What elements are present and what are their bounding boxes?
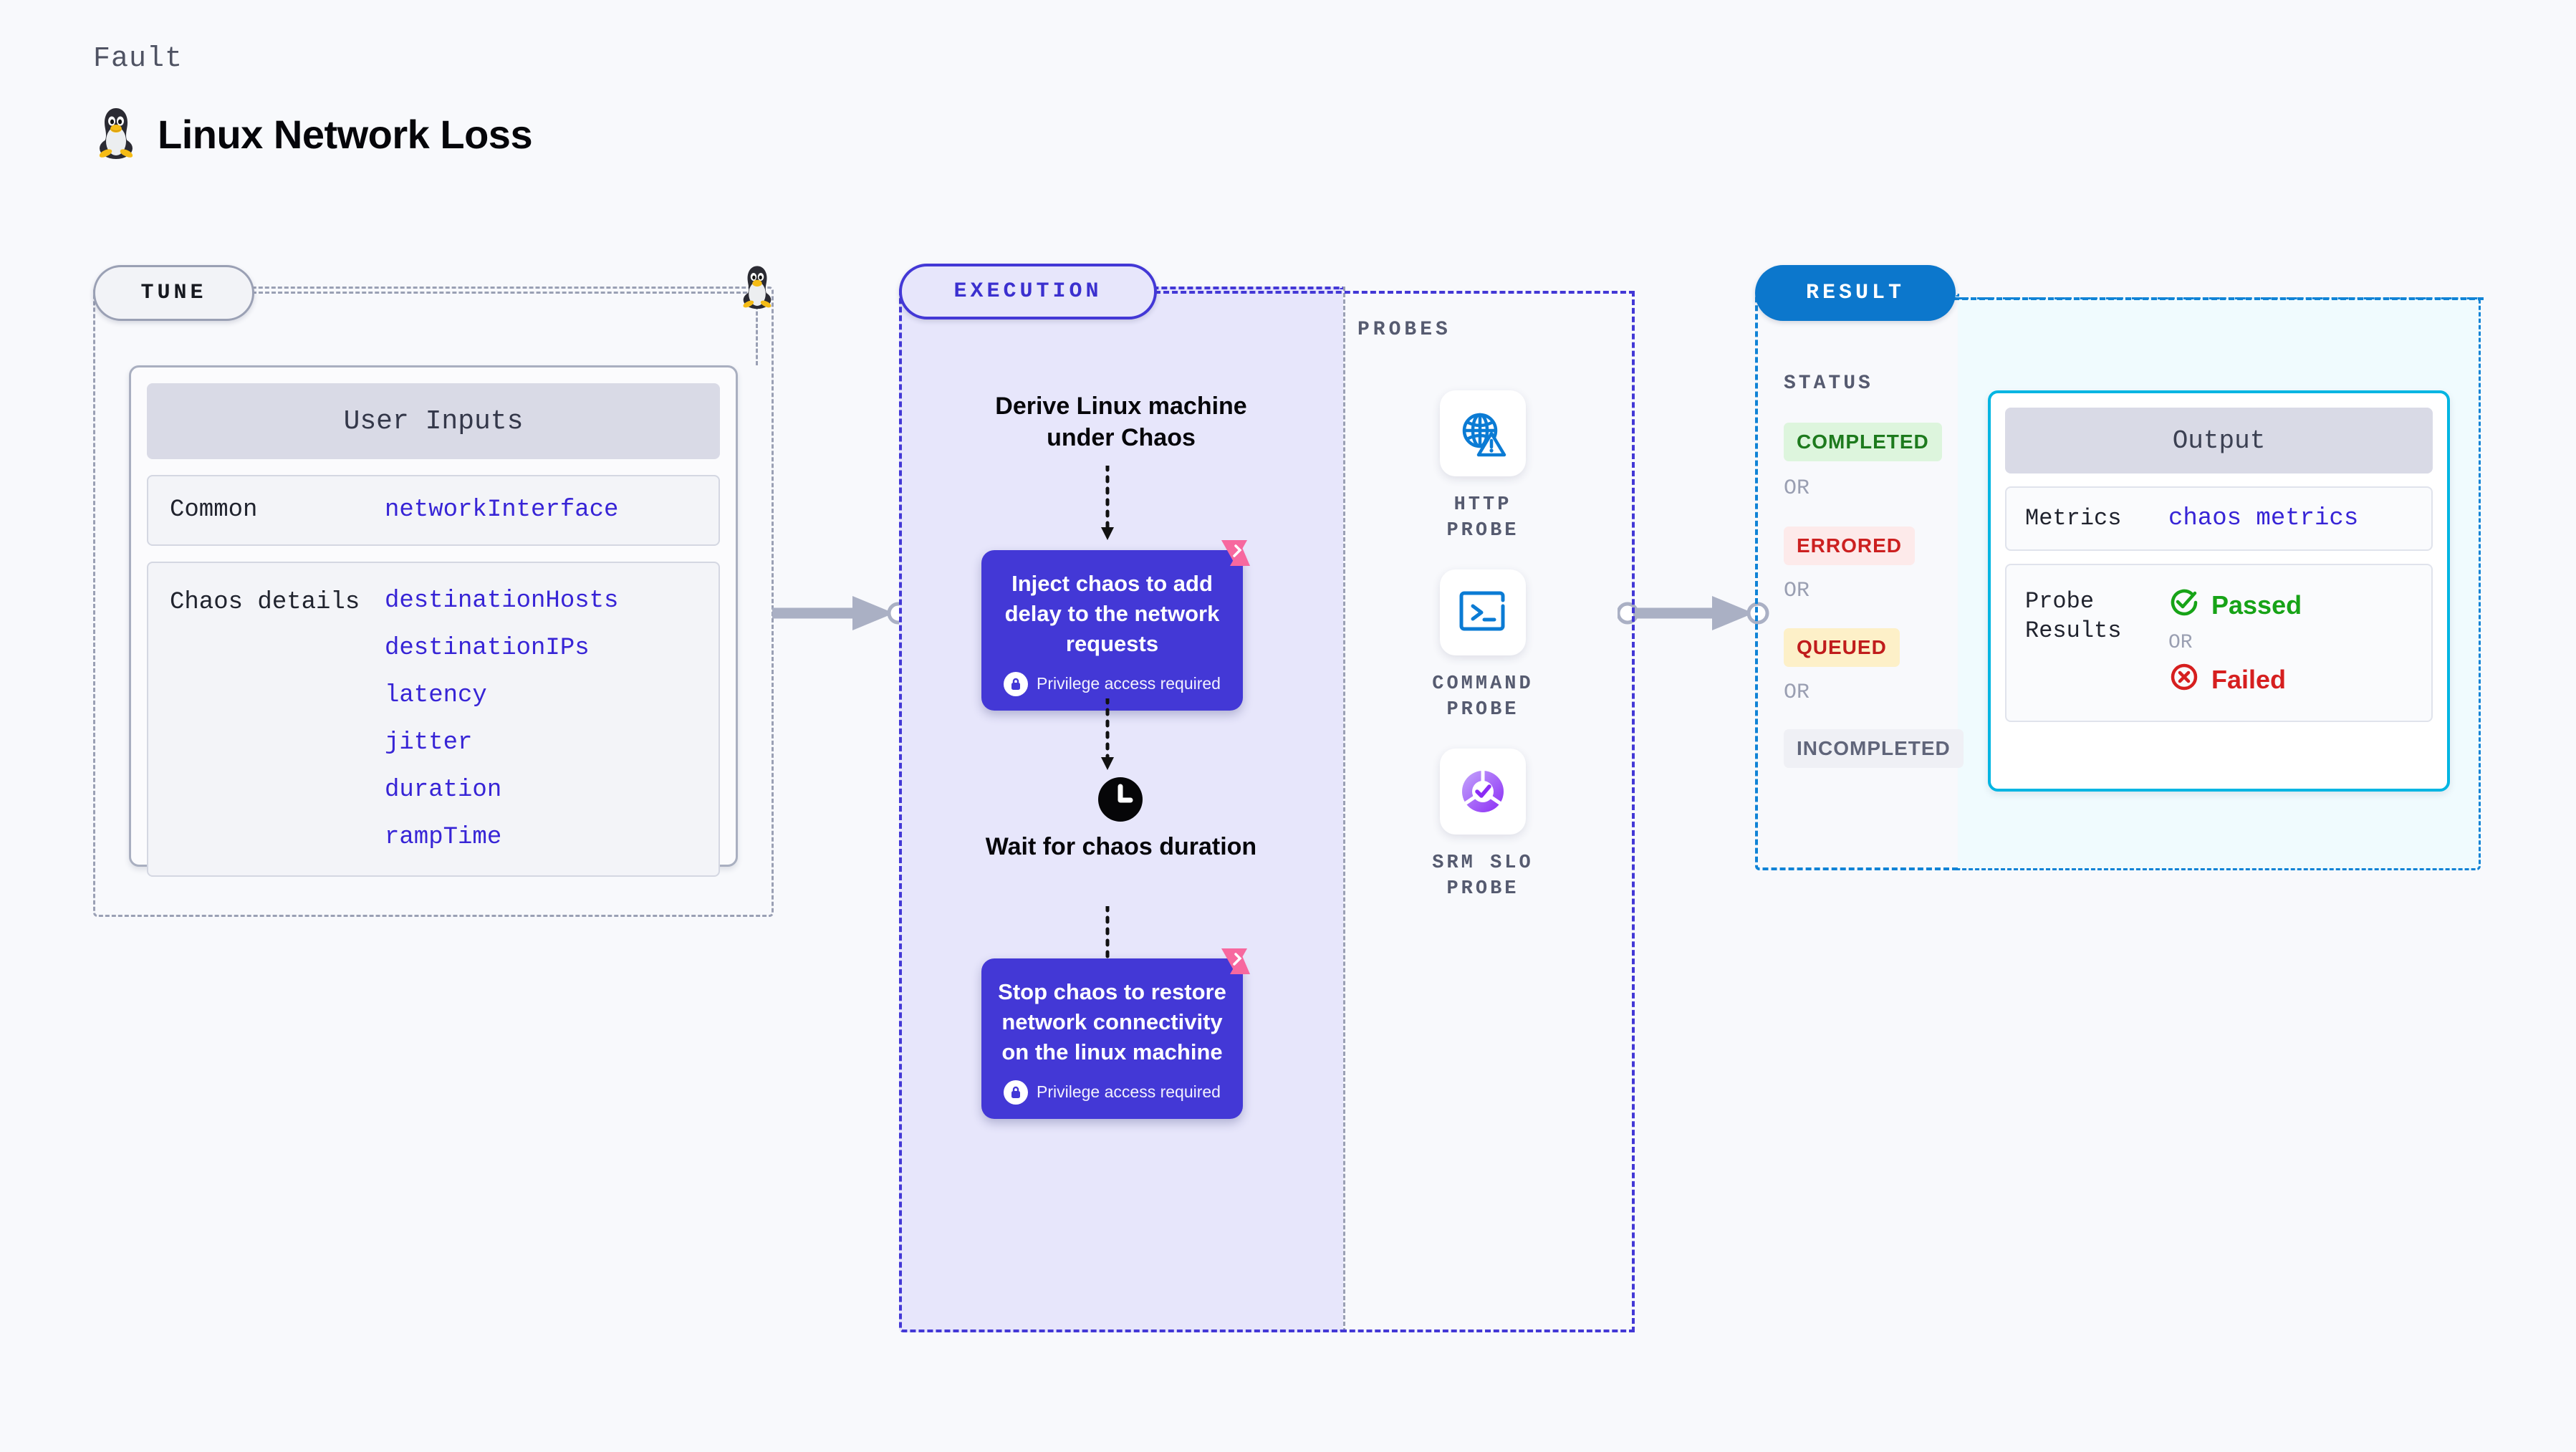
- status-or-3: OR: [1784, 681, 1810, 705]
- probes-section-label: PROBES: [1357, 319, 1451, 341]
- page-title-row: Linux Network Loss: [93, 105, 533, 163]
- output-row-metrics: Metrics chaos metrics: [2005, 486, 2433, 551]
- execution-chaos-node-inject[interactable]: Inject chaos to add delay to the network…: [981, 540, 1250, 711]
- page-header: Fault Linux Network Loss: [93, 43, 533, 163]
- status-badge-errored: ERRORED: [1784, 527, 1916, 565]
- probe-result-passed-label: Passed: [2211, 590, 2302, 620]
- tune-to-execution-arrow: [772, 592, 910, 638]
- flow-arrow-2: [1099, 696, 1116, 777]
- param-destinationIPs[interactable]: destinationIPs: [385, 634, 590, 662]
- execution-step-wait-label: Wait for chaos duration: [985, 833, 1257, 860]
- output-card-title: Output: [2005, 408, 2433, 473]
- param-destinationHosts[interactable]: destinationHosts: [385, 587, 619, 615]
- tune-stage-pill[interactable]: TUNE: [93, 265, 254, 321]
- privilege-note-label: Privilege access required: [1037, 674, 1221, 693]
- probes-boundary: [1343, 287, 1633, 1332]
- output-row-key: Probe Results: [2025, 587, 2122, 645]
- globe-warning-icon: [1440, 390, 1526, 476]
- probe-result-failed-label: Failed: [2211, 665, 2287, 695]
- probe-label: SRM SLO PROBE: [1432, 852, 1534, 900]
- probe-result-passed: Passed: [2168, 587, 2302, 625]
- lock-icon: [1004, 671, 1029, 696]
- privilege-note-label: Privilege access required: [1037, 1082, 1221, 1101]
- tune-row-chaos-details: Chaos details destinationHosts destinati…: [147, 561, 720, 877]
- execution-chaos-node-stop[interactable]: Stop chaos to restore network connectivi…: [981, 948, 1250, 1119]
- probe-command[interactable]: COMMAND PROBE: [1411, 569, 1554, 723]
- probe-result-or: OR: [2168, 631, 2193, 654]
- execution-dashed-top: [1155, 291, 1635, 294]
- tune-dashed-connector: [252, 292, 754, 294]
- terminal-icon: [1440, 569, 1526, 655]
- fault-eyebrow-label: Fault: [93, 43, 183, 75]
- slo-donut-check-icon: [1440, 749, 1526, 835]
- execution-chaos-node-label: Inject chaos to add delay to the network…: [1004, 571, 1220, 656]
- flow-arrow-1: [1099, 463, 1116, 548]
- output-row-probe-results: Probe Results Passed OR: [2005, 563, 2433, 722]
- tune-row-common: Common networkInterface: [147, 475, 720, 546]
- execution-to-result-arrow: [1616, 592, 1772, 638]
- lock-icon: [1004, 1080, 1029, 1105]
- clock-icon: [1097, 776, 1144, 827]
- tux-penguin-flow-icon: [738, 264, 777, 313]
- check-circle-icon: [2168, 587, 2200, 625]
- output-card: Output Metrics chaos metrics Probe Resul…: [1988, 390, 2450, 792]
- execution-dashed-right: [1632, 291, 1635, 1332]
- probe-srm-slo[interactable]: SRM SLO PROBE: [1411, 749, 1554, 903]
- param-jitter[interactable]: jitter: [385, 729, 473, 756]
- output-metrics-value[interactable]: chaos metrics: [2168, 504, 2359, 532]
- probe-label: HTTP PROBE: [1446, 494, 1519, 542]
- status-or-1: OR: [1784, 476, 1810, 501]
- execution-step-derive-label: Derive Linux machine under Chaos: [995, 393, 1247, 452]
- user-inputs-card-title: User Inputs: [147, 383, 720, 459]
- status-section-label: STATUS: [1784, 372, 1873, 395]
- status-or-2: OR: [1784, 579, 1810, 603]
- tune-tux-drop-line: [756, 287, 758, 365]
- result-stage-pill[interactable]: RESULT: [1755, 265, 1956, 321]
- tune-row-key: Common: [170, 496, 258, 524]
- param-duration[interactable]: duration: [385, 776, 502, 804]
- result-dashed-top: [1953, 297, 2484, 300]
- cross-circle-icon: [2168, 661, 2200, 699]
- tune-row-key: Chaos details: [170, 588, 360, 616]
- harness-fault-badge-icon: [1214, 534, 1254, 582]
- status-badge-completed: COMPLETED: [1784, 423, 1942, 461]
- param-latency[interactable]: latency: [385, 681, 487, 709]
- tux-penguin-icon: [93, 105, 139, 163]
- probe-label: COMMAND PROBE: [1432, 673, 1534, 721]
- probe-results-values: Passed OR Failed: [2168, 587, 2302, 699]
- status-badge-queued: QUEUED: [1784, 628, 1900, 667]
- page-title: Linux Network Loss: [158, 112, 533, 157]
- param-rampTime[interactable]: rampTime: [385, 823, 502, 851]
- execution-dashed-bottom: [1341, 1330, 1635, 1332]
- tune-boundary: [93, 287, 774, 917]
- output-row-key: Metrics: [2025, 505, 2122, 532]
- param-networkInterface[interactable]: networkInterface: [385, 496, 619, 524]
- harness-fault-badge-icon: [1214, 943, 1254, 991]
- tune-row-values: networkInterface: [385, 496, 618, 524]
- privilege-note: Privilege access required: [997, 671, 1227, 696]
- privilege-note: Privilege access required: [997, 1080, 1227, 1105]
- user-inputs-card: User Inputs Common networkInterface Chao…: [129, 365, 738, 877]
- execution-stage-pill[interactable]: EXECUTION: [899, 264, 1157, 319]
- execution-chaos-node-label: Stop chaos to restore network connectivi…: [998, 979, 1226, 1064]
- tune-row-values: destinationHosts destinationIPs latency …: [385, 587, 618, 851]
- status-badge-incompleted: INCOMPLETED: [1784, 729, 1964, 768]
- probe-result-failed: Failed: [2168, 661, 2302, 699]
- probe-http[interactable]: HTTP PROBE: [1411, 390, 1554, 544]
